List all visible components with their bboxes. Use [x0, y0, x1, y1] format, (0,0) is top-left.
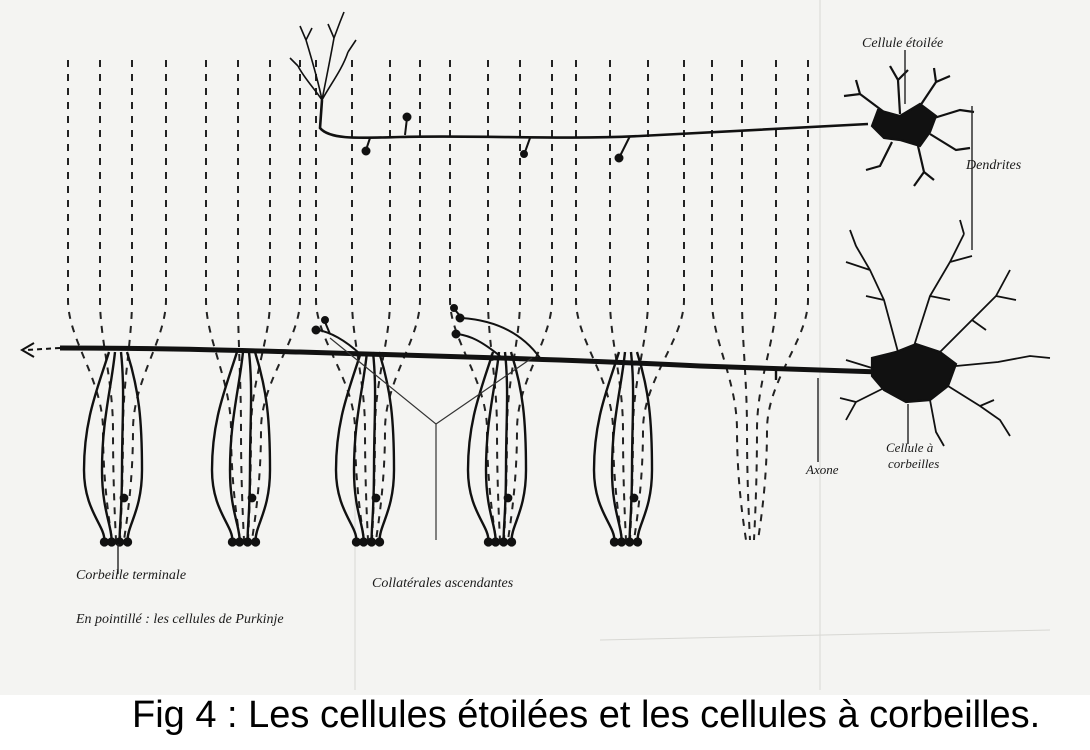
purkinje-dendrite — [123, 60, 167, 541]
basket-terminal — [367, 537, 377, 547]
basket-fibre — [82, 351, 111, 541]
basket-terminal — [99, 537, 110, 547]
figure-panel: Cellule étoilée Dendrites Cellule à corb… — [0, 0, 1090, 695]
purkinje-dendrite — [633, 60, 685, 541]
purkinje-dendrite — [609, 60, 627, 541]
figure-caption: Fig 4 : Les cellules étoilées et les cel… — [132, 694, 1041, 736]
ascending-collaterals — [311, 304, 541, 359]
purkinje-dendrite — [575, 60, 623, 541]
basket-terminal — [609, 537, 620, 547]
basket-terminal — [624, 537, 635, 547]
purkinje-dendrite — [449, 60, 497, 541]
basket-axon-arrow — [25, 347, 61, 351]
basket-terminal — [359, 537, 369, 547]
basket-terminal — [247, 493, 257, 503]
basket-axon — [59, 345, 881, 375]
basket-cell — [839, 219, 1051, 447]
basket-fibre — [377, 351, 396, 541]
basket-terminal — [491, 537, 501, 547]
stellate-cell — [843, 65, 975, 187]
label-ascending-collaterals: Collatérales ascendantes — [372, 576, 514, 591]
purkinje-dendrite — [205, 60, 241, 541]
label-pointers — [117, 50, 973, 574]
purkinje-dendrite — [315, 60, 365, 541]
label-dendrites: Dendrites — [966, 158, 1022, 173]
basket-terminal — [106, 537, 117, 547]
basket-terminal — [371, 493, 381, 503]
basket-terminal — [507, 537, 517, 547]
basket-terminal — [616, 537, 627, 547]
basket-fibre — [592, 351, 621, 541]
basket-fibre — [610, 351, 627, 541]
basket-fibre — [334, 351, 363, 541]
basket-fibre — [125, 351, 144, 541]
basket-terminal — [243, 537, 253, 547]
basket-fibre — [509, 351, 528, 541]
basket-fibre — [466, 351, 495, 541]
label-basket-cell-line1: Cellule à — [886, 440, 934, 455]
purkinje-dendrite — [711, 60, 747, 541]
basket-terminal — [499, 537, 509, 547]
neuron-diagram — [20, 0, 1051, 690]
label-axon: Axone — [806, 462, 839, 477]
terminal-baskets — [82, 351, 778, 547]
basket-terminal — [629, 493, 639, 503]
basket-fibre — [210, 351, 239, 541]
collaterals-pointer — [329, 337, 533, 540]
basket-fibre — [628, 351, 635, 541]
basket-terminal — [122, 537, 133, 547]
basket-fibre — [502, 351, 509, 541]
basket-fibre — [118, 351, 125, 541]
basket-terminal — [114, 537, 125, 547]
basket-fibre — [253, 351, 272, 541]
purkinje-dendrite — [757, 60, 809, 541]
purkinje-dendrite — [99, 60, 117, 541]
basket-fibre — [635, 351, 654, 541]
stellate-terminal-arbor — [289, 11, 357, 101]
basket-fibre — [484, 351, 501, 541]
basket-terminal — [375, 537, 385, 547]
stellate-axon-branches — [361, 112, 631, 163]
stellate-axon — [318, 99, 869, 140]
purkinje-dendrite — [351, 60, 369, 541]
purkinje-dendrite — [741, 60, 751, 541]
purkinje-dendrite — [487, 60, 501, 541]
scan-artifacts — [354, 0, 1051, 690]
basket-fibre — [228, 351, 245, 541]
label-stellate-cell: Cellule étoilée — [862, 36, 944, 51]
purkinje-dendrite — [507, 60, 553, 541]
basket-terminal — [632, 537, 643, 547]
purkinje-dendrite — [753, 60, 777, 541]
basket-terminal — [227, 537, 238, 547]
purkinje-dendrite — [247, 60, 271, 541]
basket-terminal — [119, 493, 129, 503]
label-basket-cell-line2: corbeilles — [888, 456, 940, 471]
label-purkinje-note: En pointillé : les cellules de Purkinje — [76, 612, 284, 627]
basket-terminal — [503, 493, 513, 503]
basket-terminal — [351, 537, 362, 547]
basket-fibre — [100, 351, 117, 541]
basket-fibre — [352, 351, 369, 541]
basket-terminal — [483, 537, 494, 547]
basket-terminal — [251, 537, 261, 547]
label-terminal-basket: Corbeille terminale — [76, 568, 187, 583]
basket-terminal — [235, 537, 245, 547]
purkinje-dendrite — [67, 60, 113, 541]
arrowhead — [20, 342, 35, 358]
purkinje-dendrite — [251, 60, 301, 541]
purkinje-dendrite — [375, 60, 421, 541]
basket-fibre — [370, 351, 377, 541]
purkinje-dendrite — [237, 60, 245, 541]
basket-fibre — [246, 351, 253, 541]
